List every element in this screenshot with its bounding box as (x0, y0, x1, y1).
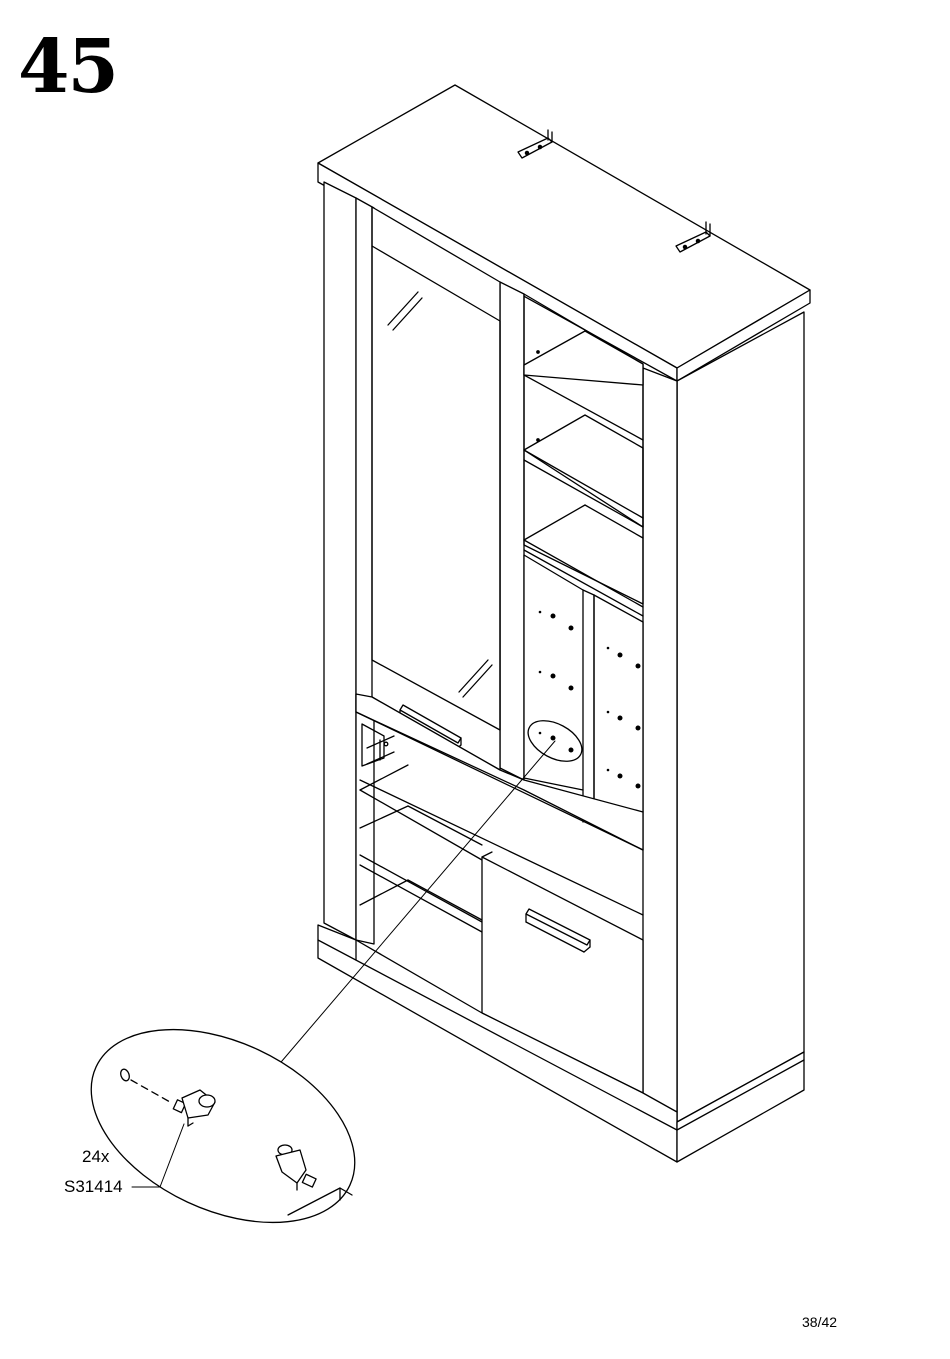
quantity-label: 24x (82, 1147, 109, 1167)
detail-callout (61, 991, 386, 1262)
page-number: 38/42 (802, 1314, 837, 1330)
cabinet-left-side (324, 182, 374, 944)
part-code-label: S31414 (64, 1177, 123, 1197)
glass-door (372, 207, 500, 770)
cabinet-right-side (677, 312, 804, 1122)
